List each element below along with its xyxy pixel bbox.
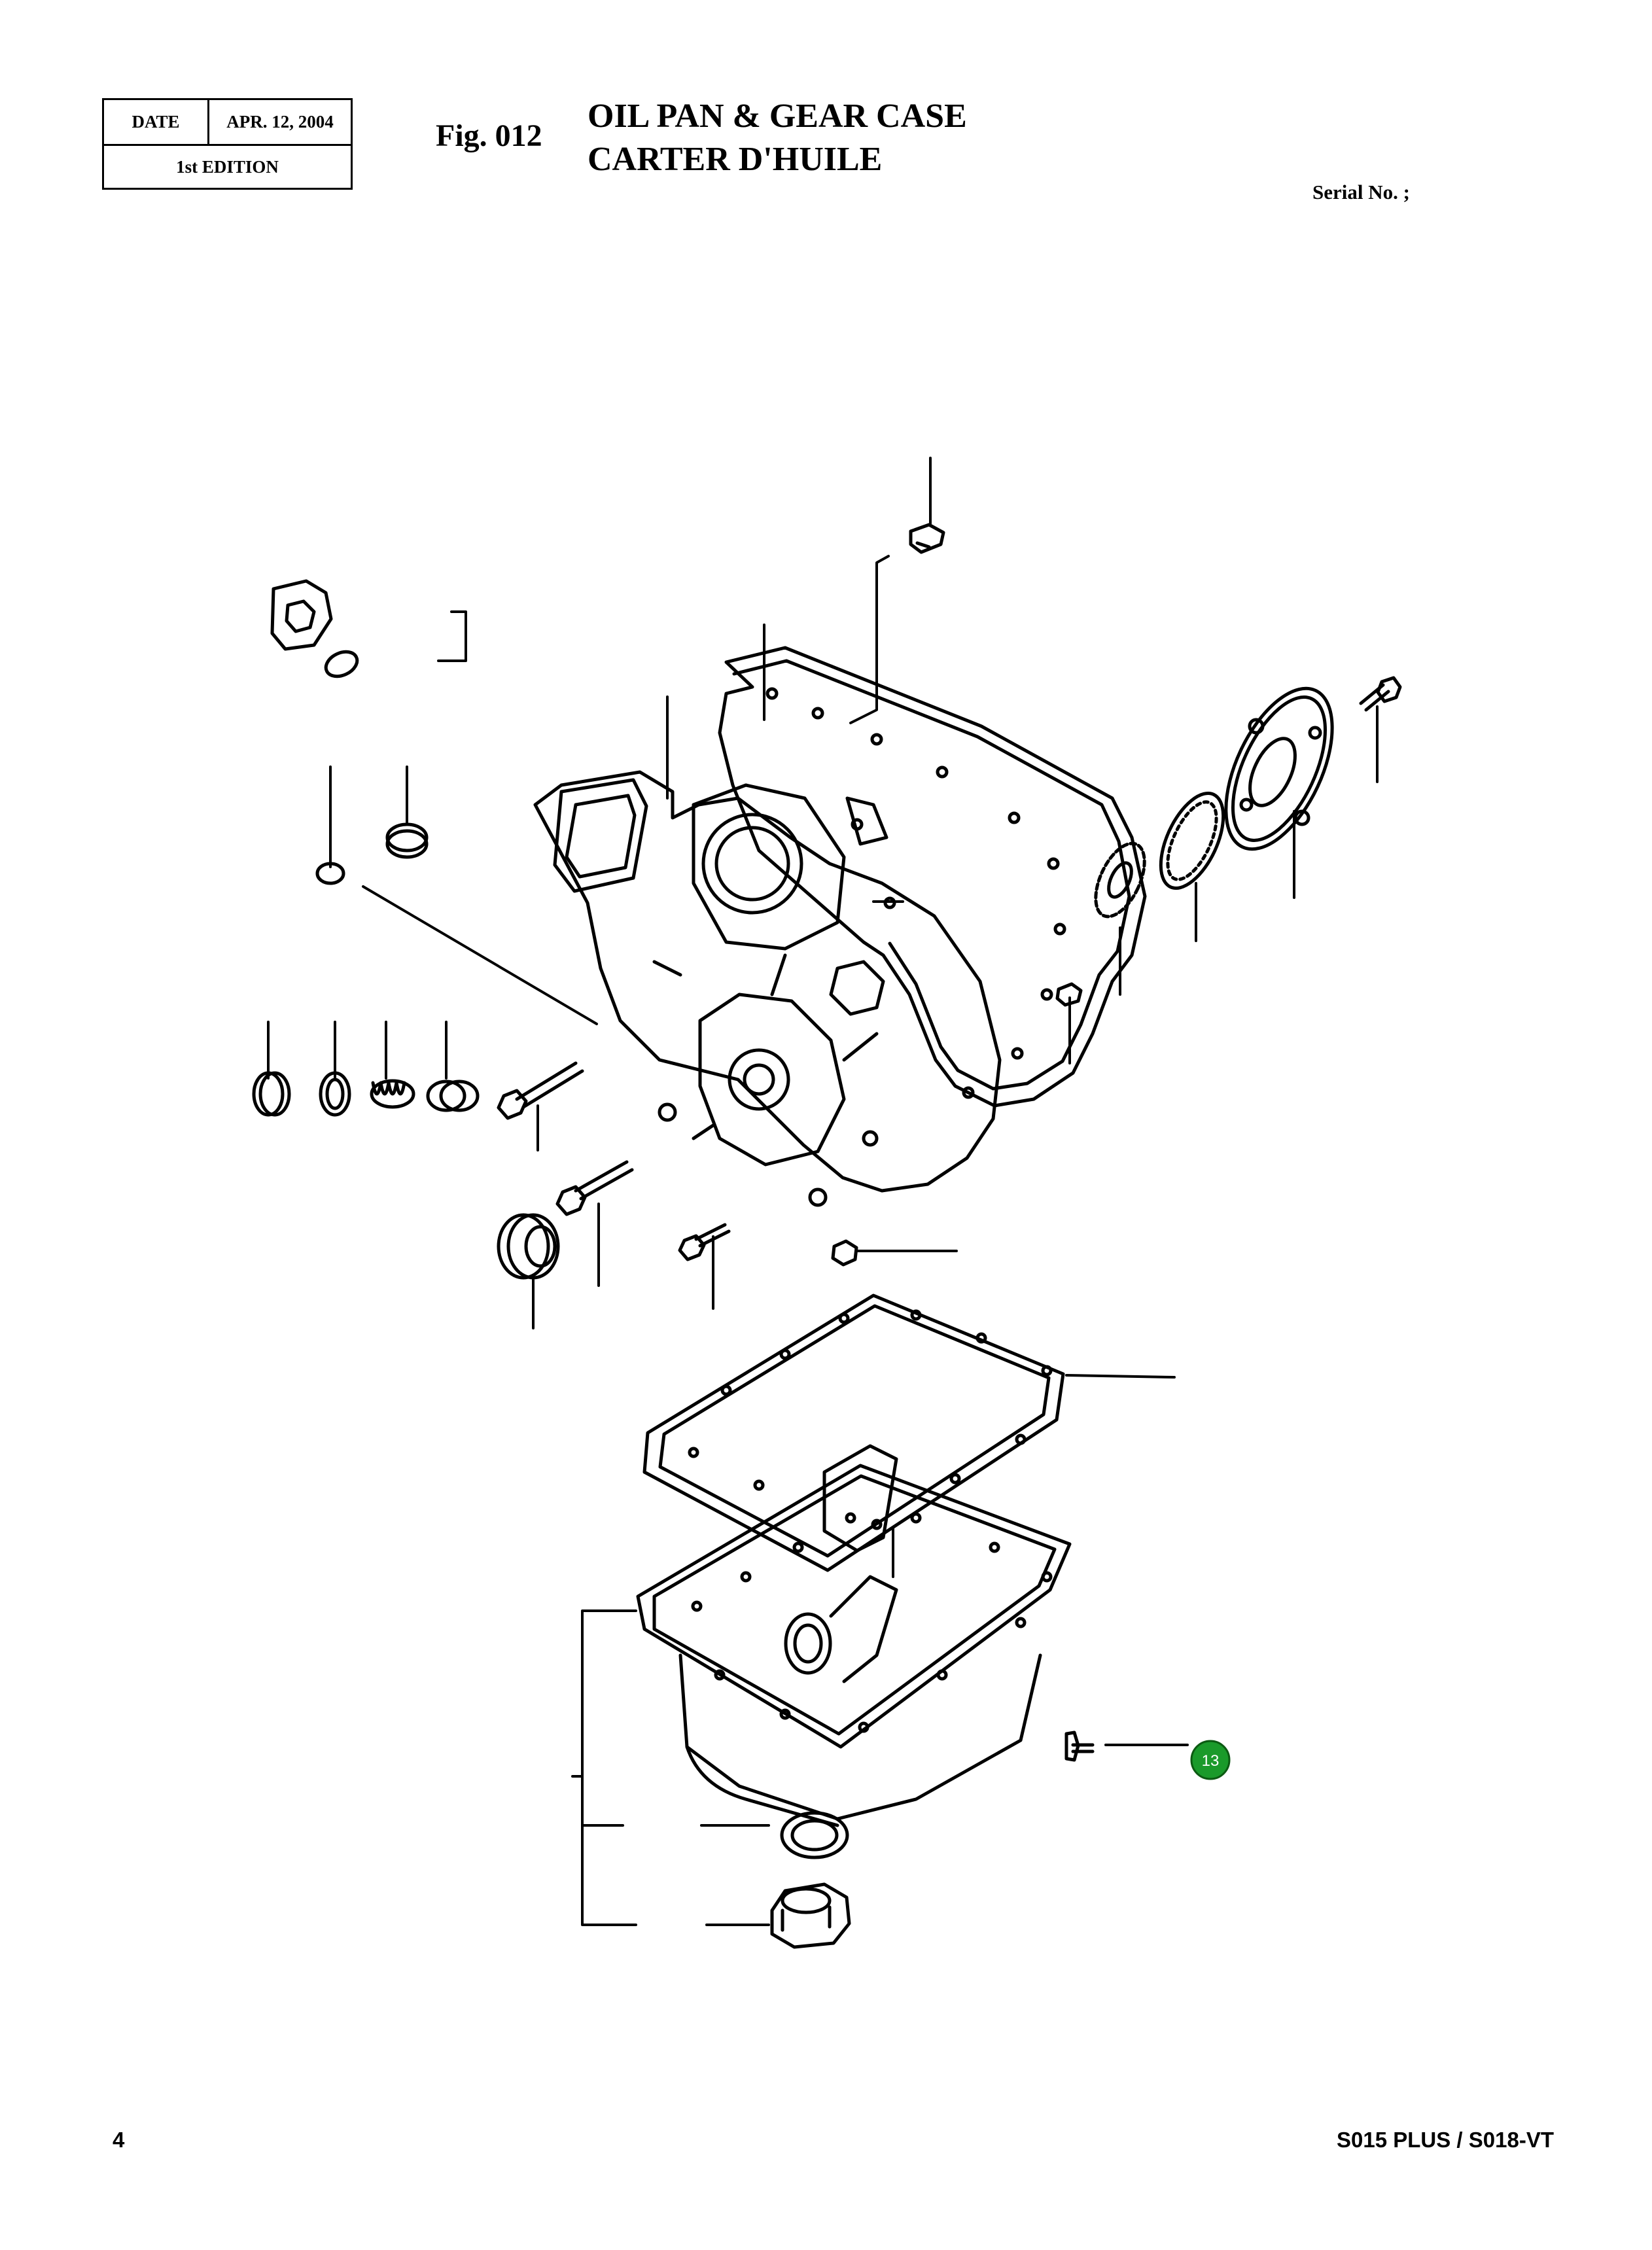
oil-seal <box>497 1213 560 1280</box>
callout-13[interactable]: 13 <box>1190 1740 1231 1780</box>
figure-title-fr: CARTER D'HUILE <box>588 141 883 178</box>
idler-gear <box>1094 841 1146 919</box>
oil-pan <box>636 1464 1072 1827</box>
ring-gear <box>1159 792 1225 890</box>
figure-number: Fig. 012 <box>436 118 542 153</box>
top-bolt <box>909 523 945 554</box>
leader-lines <box>267 457 1379 1926</box>
figure-title-en: OIL PAN & GEAR CASE <box>588 97 967 135</box>
date-label: DATE <box>104 100 209 144</box>
date-row: DATE APR. 12, 2004 <box>104 100 351 146</box>
small-parts-row <box>252 1071 480 1117</box>
oil-pan-bolt <box>1064 1731 1095 1762</box>
drain-washer <box>780 1811 849 1859</box>
thermostat-housing <box>270 579 359 678</box>
callout-13-label: 13 <box>1202 1752 1220 1770</box>
cover-bolt <box>1359 676 1402 712</box>
model-name: S015 PLUS / S018-VT <box>1337 2128 1554 2152</box>
gear-case-gasket <box>718 646 1147 1108</box>
small-bolt-right <box>1055 982 1083 1007</box>
edition-label: 1st EDITION <box>176 156 279 177</box>
page-number: 4 <box>113 2128 125 2152</box>
small-fitting <box>831 1239 858 1267</box>
date-edition-box: DATE APR. 12, 2004 1st EDITION <box>102 98 353 190</box>
plug-and-bushing <box>315 822 429 885</box>
gear-case <box>533 770 1002 1207</box>
serial-label: Serial No. ; <box>1312 181 1410 203</box>
right-cover-plate <box>1224 686 1334 851</box>
date-value: APR. 12, 2004 <box>226 112 334 132</box>
drain-plug <box>770 1882 851 1949</box>
long-bolts <box>497 1061 731 1261</box>
oil-pan-gasket <box>642 1293 1065 1572</box>
